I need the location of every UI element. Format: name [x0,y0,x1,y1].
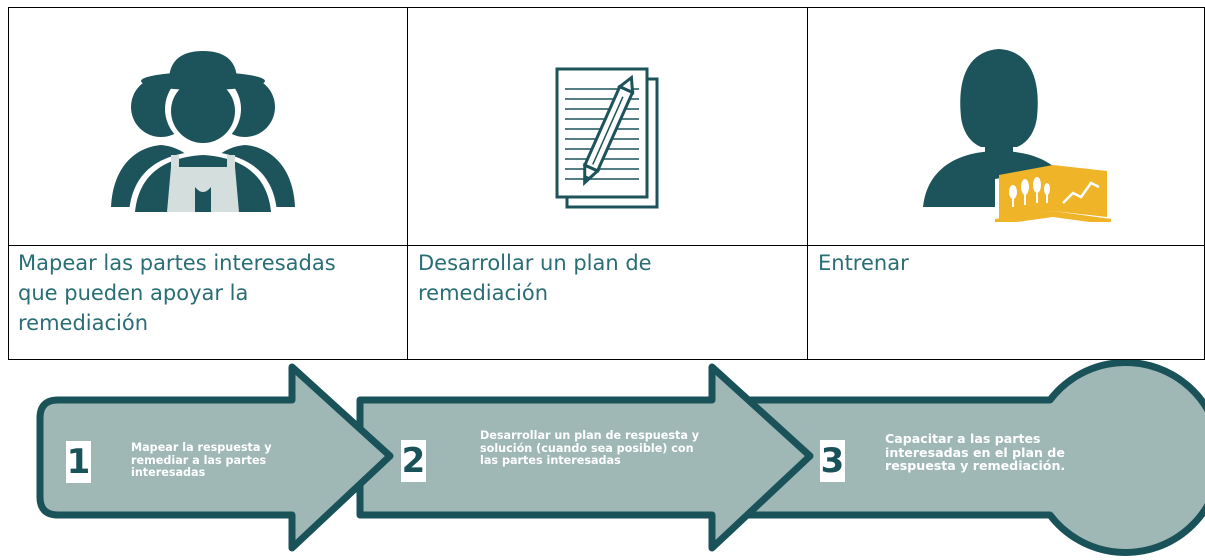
arrow-shape-3 [741,360,1205,556]
step-text-1: Mapear la respuesta y remediar a las par… [131,441,272,479]
caption-step-3: Entrenar [818,251,909,275]
table-top-border [8,7,1205,8]
trainer-book-icon [923,49,1111,222]
process-arrows [36,360,1205,556]
arrow-shape-1 [36,363,394,552]
stakeholders-group-icon [111,51,295,212]
table-row-divider [8,245,1205,246]
step-number-1: 1 [66,441,91,483]
step-text-3: Capacitar a las partes interesadas en el… [885,431,1066,473]
table-col-divider-1 [407,7,408,360]
process-flow: 1 Mapear la respuesta y remediar a las p… [0,360,1205,560]
steps-table: Mapear las partes interesadas que pueden… [8,7,1205,360]
caption-step-2: Desarrollar un plan de remediación [418,251,652,305]
step-number-3: 3 [820,440,845,482]
table-left-border [8,7,9,360]
arrow-shape-2 [356,363,814,552]
document-pencil-icon [555,67,659,209]
table-bottom-border [8,359,1205,360]
step-number-2: 2 [401,440,426,482]
step-text-2: Desarrollar un plan de respuesta y soluc… [480,429,700,467]
caption-step-1: Mapear las partes interesadas que pueden… [18,251,336,335]
table-col-divider-2 [807,7,808,360]
